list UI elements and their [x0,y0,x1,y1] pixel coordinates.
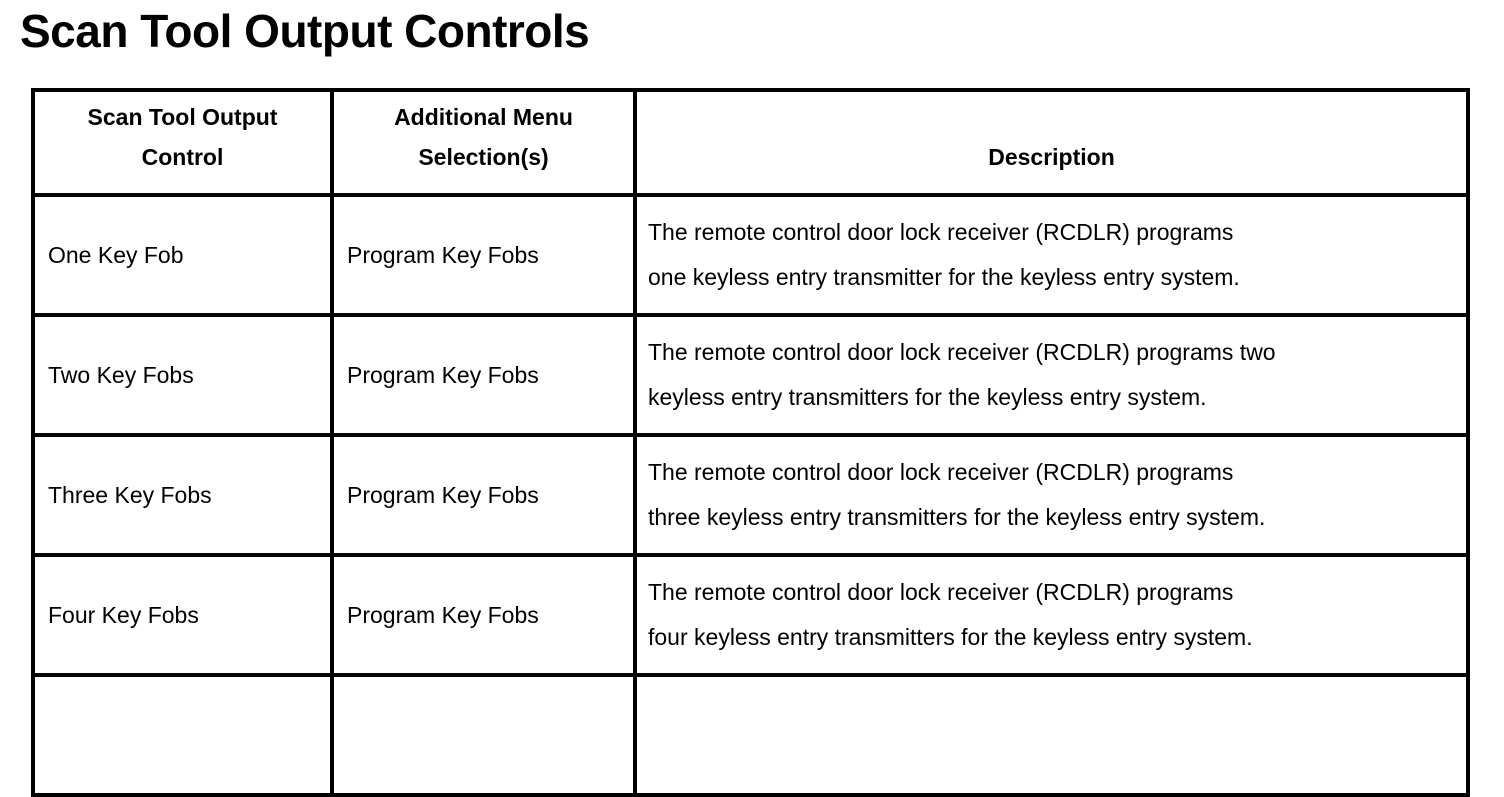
table-row-two-key-fobs: Two Key Fobs Program Key Fobs The remote… [31,313,1470,437]
header-line: Description [988,144,1115,170]
cell-control: Four Key Fobs [31,553,334,677]
description-line: keyless entry transmitters for the keyle… [648,384,1207,410]
cell-description: The remote control door lock receiver (R… [633,553,1470,677]
description-line: The remote control door lock receiver (R… [648,219,1234,245]
header-scan-tool-output-control: Scan Tool Output Control [31,88,334,197]
description-line: The remote control door lock receiver (R… [648,459,1234,485]
table-row-partial-clipped [31,673,1470,797]
cell-control: One Key Fob [31,193,334,317]
cell-control [31,673,334,797]
description-line: The remote control door lock receiver (R… [648,339,1276,365]
description-line: The remote control door lock receiver (R… [648,579,1234,605]
header-additional-menu-selections: Additional Menu Selection(s) [330,88,637,197]
cell-menu-selection: Program Key Fobs [330,553,637,677]
table-row-four-key-fobs: Four Key Fobs Program Key Fobs The remot… [31,553,1470,677]
description-line: four keyless entry transmitters for the … [648,624,1253,650]
header-row: Scan Tool Output Control Additional Menu… [31,88,1470,197]
cell-description [633,673,1470,797]
cell-description: The remote control door lock receiver (R… [633,433,1470,557]
header-line: Additional Menu [394,104,573,130]
cell-menu-selection: Program Key Fobs [330,193,637,317]
cell-description: The remote control door lock receiver (R… [633,313,1470,437]
header-line: Control [141,144,224,170]
header-description: Description [633,88,1470,197]
cell-menu-selection: Program Key Fobs [330,433,637,557]
header-line: Scan Tool Output [87,104,278,130]
page-title: Scan Tool Output Controls [20,5,590,57]
cell-description: The remote control door lock receiver (R… [633,193,1470,317]
cell-menu-selection: Program Key Fobs [330,313,637,437]
table-row-three-key-fobs: Three Key Fobs Program Key Fobs The remo… [31,433,1470,557]
cell-control: Three Key Fobs [31,433,334,557]
table-row-one-key-fob: One Key Fob Program Key Fobs The remote … [31,193,1470,317]
scan-tool-output-controls-table: Scan Tool Output Control Additional Menu… [31,88,1470,797]
header-line: Selection(s) [418,144,549,170]
description-line: three keyless entry transmitters for the… [648,504,1266,530]
cell-control: Two Key Fobs [31,313,334,437]
description-line: one keyless entry transmitter for the ke… [648,264,1240,290]
table-body: One Key Fob Program Key Fobs The remote … [31,193,1470,797]
cell-menu-selection [330,673,637,797]
table-header: Scan Tool Output Control Additional Menu… [31,88,1470,197]
